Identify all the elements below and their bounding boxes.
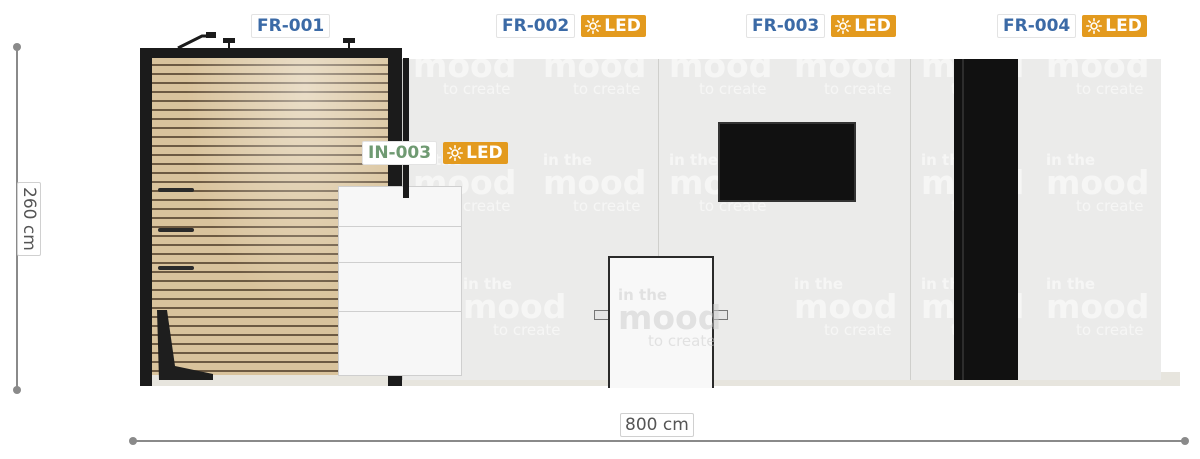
led-badge: LED <box>831 15 896 37</box>
height-dimension-label: 260 cm <box>17 182 41 256</box>
spotlight-arm-icon <box>177 32 216 50</box>
sun-icon <box>585 18 602 34</box>
tag-in-003: IN-003 LED <box>362 141 508 165</box>
width-dimension-line <box>129 437 1189 445</box>
sun-icon <box>447 145 464 161</box>
tv-screen <box>718 122 856 202</box>
tag-fr-001: FR-001 <box>251 14 331 38</box>
frame-code: FR-004 <box>997 14 1077 38</box>
shelf <box>158 266 194 270</box>
frame-code: FR-003 <box>746 14 826 38</box>
led-badge: LED <box>581 15 646 37</box>
cabinet-drawer <box>338 262 462 312</box>
frame-code: FR-002 <box>496 14 576 38</box>
shelf <box>158 188 194 192</box>
furniture-code: IN-003 <box>362 141 438 165</box>
width-dimension-label: 800 cm <box>620 413 694 437</box>
black-column <box>954 59 1018 380</box>
spotlight-icon <box>343 38 355 48</box>
spotlight-icon <box>223 38 235 48</box>
display-stand-icon <box>157 310 213 380</box>
cabinet-divider <box>403 58 409 198</box>
sun-icon <box>1086 18 1103 34</box>
led-badge: LED <box>1082 15 1147 37</box>
tag-fr-004: FR-004 LED <box>997 14 1147 38</box>
tag-fr-003: FR-003 LED <box>746 14 896 38</box>
frame-code: FR-001 <box>251 14 331 38</box>
frame-top-beam <box>140 48 402 58</box>
shelf <box>158 228 194 232</box>
led-badge: LED <box>443 142 508 164</box>
frame-post-left <box>140 48 152 386</box>
tag-fr-002: FR-002 LED <box>496 14 646 38</box>
cabinet-drawer <box>338 226 462 264</box>
sun-icon <box>835 18 852 34</box>
